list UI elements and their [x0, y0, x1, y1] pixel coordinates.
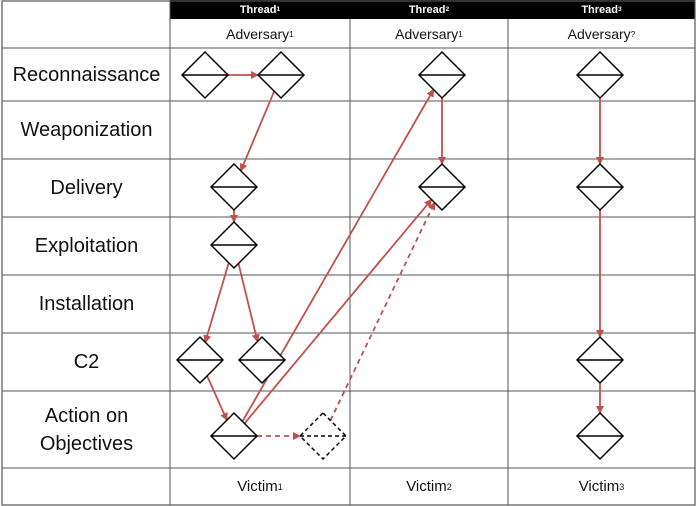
diamond-node-t1-recon-b [256, 50, 306, 100]
phase-label-weaponization: Weaponization [20, 119, 153, 141]
phase-label-reconnaissance: Reconnaissance [12, 63, 161, 86]
diamond-node-t2-delivery [417, 162, 467, 212]
diamond-node-t1-action [209, 411, 259, 461]
phase-label-installation: Installation [38, 293, 135, 315]
diamond-node-t1-c2-a [175, 335, 225, 385]
phase-label-exploitation: Exploitation [34, 235, 139, 257]
diamond-node-t1-recon-a [180, 50, 230, 100]
diamond-node-t1-action-hyp [298, 411, 348, 461]
diamond-node-t3-c2 [575, 335, 625, 385]
diamond-node-t3-recon [575, 50, 625, 100]
edge-t1-exploit-to-t1-c2-a [203, 262, 230, 344]
adversary-label-3: Adversary? [567, 25, 636, 42]
diamond-node-t1-c2-b [237, 335, 287, 385]
edges-layer [203, 71, 604, 440]
diamond-node-t2-recon [417, 50, 467, 100]
phase-label-delivery: Delivery [50, 177, 123, 199]
edge-t1-action-hyp-to-t2-delivery [329, 201, 436, 421]
edge-t1-c2-a-to-t1-action [206, 375, 228, 422]
edge-t1-action-to-t2-delivery [243, 198, 433, 425]
nodes-layer [175, 50, 625, 461]
edge-t1-recon-b-to-t1-delivery [239, 90, 276, 172]
diamond-node-t3-delivery [575, 162, 625, 212]
thread-header-bar [170, 0, 695, 19]
diamond-node-t1-exploit [209, 220, 259, 270]
diamond-node-t3-action [575, 411, 625, 461]
edge-t1-exploit-to-t1-c2-b [237, 263, 260, 343]
diamond-node-t1-delivery [209, 162, 259, 212]
phase-label-c2: C2 [73, 351, 100, 373]
